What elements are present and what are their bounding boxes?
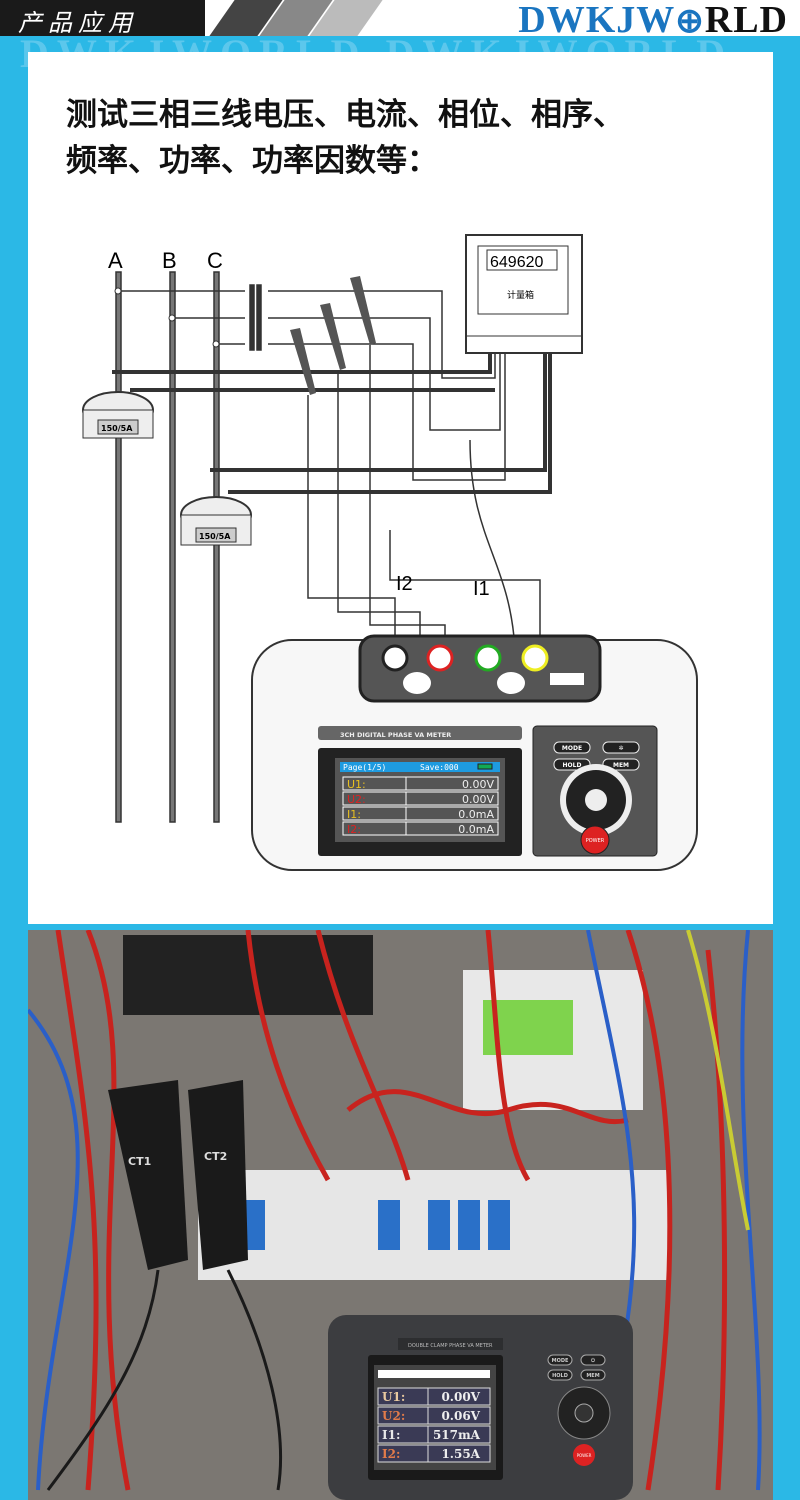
page-heading: 测试三相三线电压、电流、相位、相序、 频率、功率、功率因数等：	[66, 92, 746, 184]
reading-row	[342, 776, 499, 791]
reading-row	[342, 821, 499, 836]
reading-name: U2:	[347, 793, 366, 806]
svg-text:3CH DIGITAL PHASE VA METER: 3CH DIGITAL PHASE VA METER	[340, 731, 451, 739]
reading-value: 517mA	[433, 1428, 481, 1442]
phase-label: C	[207, 248, 223, 273]
phase-meter-device: 3CH DIGITAL PHASE VA METER Page(1/5) Sav…	[251, 634, 698, 871]
reading-value: 0.00V	[462, 778, 494, 791]
svg-text:150/5A: 150/5A	[101, 424, 133, 433]
power-button: POWER	[586, 838, 605, 844]
reading-value: 0.0mA	[458, 808, 494, 821]
reading-row	[377, 1387, 491, 1406]
svg-text:DOUBLE CLAMP PHASE VA METER: DOUBLE CLAMP PHASE VA METER	[408, 1343, 493, 1349]
brand-logo: DWKJW⊕RLD	[518, 0, 788, 41]
wiring-diagram: A B C 150/5A 150/5A 649620 计量箱 I2 I1 3CH…	[82, 234, 698, 871]
heading-line: 频率、功率、功率因数等：	[66, 143, 438, 179]
reading-name: I2:	[347, 823, 361, 836]
header-bar: 产品应用 DWKJW⊕RLD	[0, 0, 800, 41]
power-button: POWER	[577, 1453, 592, 1458]
section-title: 产品应用	[18, 9, 138, 37]
reading-name: I1:	[347, 808, 361, 821]
installation-photo: CT1 CT2 DOUBLE CLAMP PHASE VA METER U1: 0…	[28, 930, 773, 1500]
reading-name: U2:	[382, 1409, 405, 1423]
reading-name: I2:	[382, 1447, 400, 1461]
reading-row	[377, 1425, 491, 1444]
svg-text:Page(1/5): Page(1/5)	[343, 763, 386, 772]
reading-value: 0.0mA	[458, 823, 494, 836]
alligator-clip-icon	[290, 276, 376, 395]
phase-meter-device: DOUBLE CLAMP PHASE VA METER U1: 0.00V U2: 0…	[328, 1315, 633, 1500]
globe-icon: ⊕	[675, 3, 705, 40]
reading-name: I1:	[382, 1428, 400, 1442]
reading-value: 0.00V	[441, 1390, 480, 1404]
reading-value: 0.00V	[462, 793, 494, 806]
svg-text:649620: 649620	[490, 254, 543, 271]
current-transformer: 150/5A	[82, 391, 154, 439]
hold-button: HOLD	[563, 762, 582, 769]
clamp-label: CT2	[204, 1150, 227, 1163]
mem-button: MEM	[613, 762, 629, 769]
power-symbol-icon: ⏻	[591, 1358, 595, 1364]
meter-box: 649620 计量箱	[465, 234, 583, 354]
mode-button: MODE	[562, 745, 582, 752]
reading-row	[342, 791, 499, 806]
hold-button: HOLD	[552, 1373, 568, 1379]
reading-row	[342, 806, 499, 821]
clamp-label: I2	[396, 573, 413, 595]
clamp-label: CT1	[128, 1155, 151, 1168]
heading-line: 测试三相三线电压、电流、相位、相序、	[66, 97, 624, 133]
reading-name: U1:	[382, 1390, 405, 1404]
mem-button: MEM	[586, 1373, 599, 1379]
mode-button: MODE	[552, 1358, 569, 1364]
field-photo: CT1 CT2 DOUBLE CLAMP PHASE VA METER U1: 0…	[28, 930, 773, 1500]
svg-text:150/5A: 150/5A	[199, 532, 231, 541]
reading-value: 1.55A	[441, 1447, 480, 1461]
reading-name: U1:	[347, 778, 366, 791]
phase-label: B	[162, 248, 177, 273]
svg-text:Save:000: Save:000	[420, 763, 459, 772]
reading-row	[377, 1406, 491, 1425]
current-transformer: 150/5A	[180, 496, 252, 546]
settings-icon: ✲	[618, 745, 623, 752]
section-tab: 产品应用	[0, 0, 205, 37]
svg-text:计量箱: 计量箱	[507, 289, 534, 301]
clamp-label: I1	[473, 578, 490, 600]
reading-value: 0.06V	[441, 1409, 480, 1423]
reading-row	[377, 1444, 491, 1463]
phase-label: A	[108, 248, 123, 273]
